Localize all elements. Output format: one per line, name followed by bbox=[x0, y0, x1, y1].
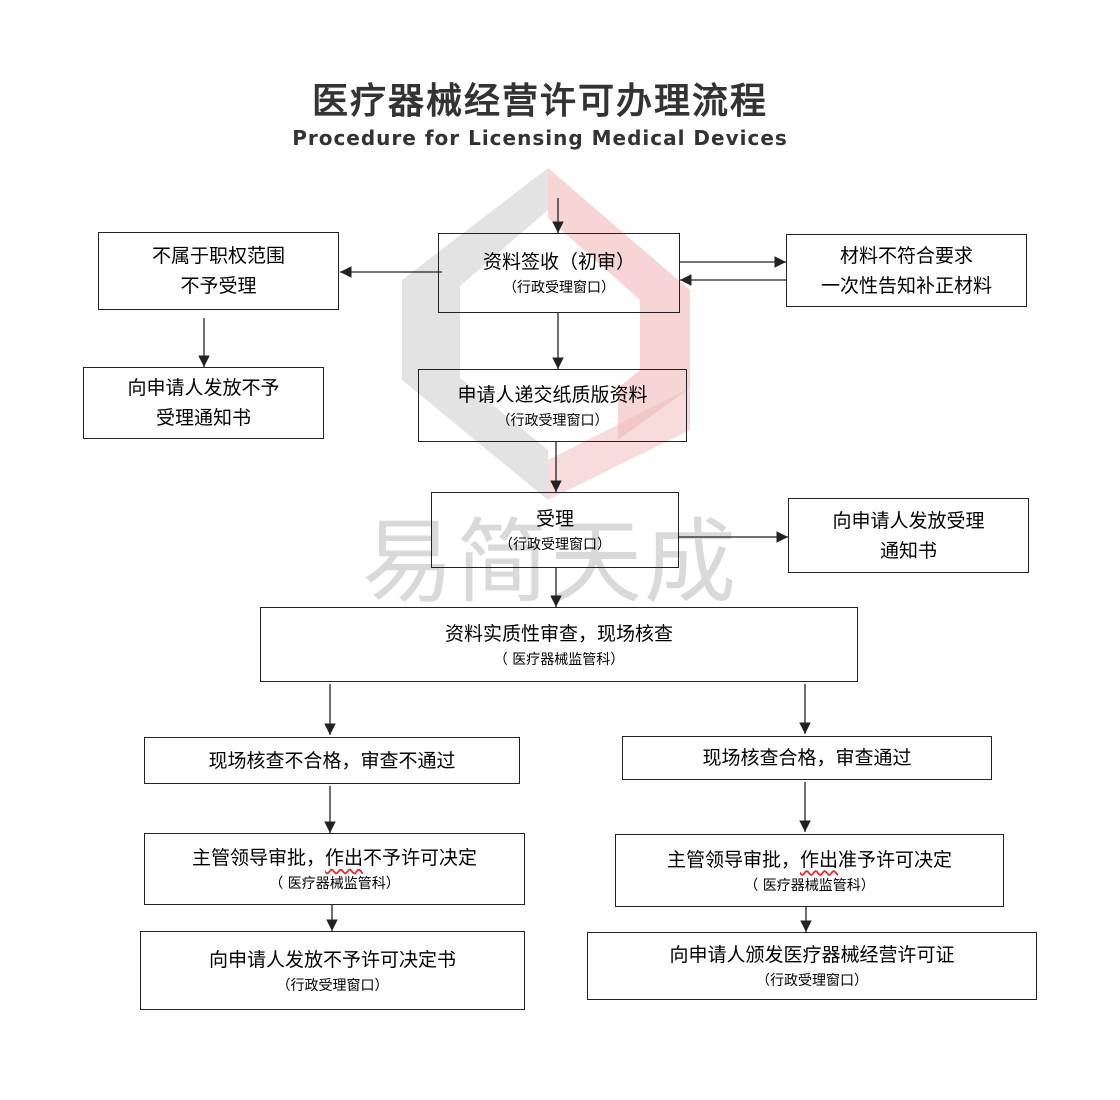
node-not-accept-notice: 向申请人发放不予 受理通知书 bbox=[83, 367, 324, 439]
node-out-of-scope: 不属于职权范围 不予受理 bbox=[98, 232, 339, 310]
watermark-shape-red-base bbox=[548, 388, 690, 500]
node-fail-title: 现场核查不合格，审查不通过 bbox=[208, 749, 456, 772]
node-grant-approval-title-c: 准予许可决定 bbox=[838, 848, 953, 871]
node-receive-dept: （行政受理窗口） bbox=[503, 280, 615, 296]
node-deny-notice-dept: （行政受理窗口） bbox=[276, 977, 389, 994]
watermark-shape-red bbox=[548, 168, 690, 440]
node-accept-dept: （行政受理窗口） bbox=[499, 537, 611, 553]
node-grant-approval-title-b: 作出 bbox=[799, 848, 838, 871]
node-accept-notice: 向申请人发放受理 通知书 bbox=[788, 498, 1029, 573]
node-deny-notice-title: 向申请人发放不予许可决定书 bbox=[208, 948, 456, 971]
node-fail: 现场核查不合格，审查不通过 bbox=[144, 737, 520, 784]
node-out-of-scope-line1: 不属于职权范围 bbox=[151, 245, 285, 267]
node-accept-title: 受理 bbox=[535, 508, 574, 530]
node-out-of-scope-line2: 不予受理 bbox=[180, 275, 257, 297]
node-not-accept-notice-line2: 受理通知书 bbox=[155, 407, 251, 429]
node-deny-approval-title-b: 作出 bbox=[324, 847, 363, 869]
node-pass-title: 现场核查合格，审查通过 bbox=[702, 747, 912, 769]
node-deny-notice: 向申请人发放不予许可决定书 （行政受理窗口） bbox=[140, 931, 525, 1010]
node-license-issue-title: 向申请人颁发医疗器械经营许可证 bbox=[669, 944, 955, 966]
node-receive: 资料签收（初审） （行政受理窗口） bbox=[438, 233, 680, 313]
node-review-dept: （ 医疗器械监管科） bbox=[493, 651, 625, 668]
node-deny-approval: 主管领导审批，作出不予许可决定 （ 医疗器械监管科） bbox=[144, 833, 525, 905]
watermark-shape-gray bbox=[402, 168, 548, 500]
node-receive-title: 资料签收（初审） bbox=[482, 251, 635, 273]
node-paper-submit: 申请人递交纸质版资料 （行政受理窗口） bbox=[418, 369, 687, 442]
node-accept-notice-line2: 通知书 bbox=[879, 539, 937, 562]
node-grant-approval-title: 主管领导审批，作出准予许可决定 bbox=[667, 845, 952, 875]
page-title: 医疗器械经营许可办理流程 bbox=[311, 81, 768, 122]
node-grant-approval: 主管领导审批，作出准予许可决定 （ 医疗器械监管科） bbox=[615, 834, 1004, 907]
node-pass: 现场核查合格，审查通过 bbox=[622, 736, 992, 780]
node-deny-approval-dept: （ 医疗器械监管科） bbox=[269, 876, 400, 892]
node-paper-submit-dept: （行政受理窗口） bbox=[496, 412, 609, 429]
node-paper-submit-title: 申请人递交纸质版资料 bbox=[457, 383, 648, 406]
node-not-accept-notice-line1: 向申请人发放不予 bbox=[127, 377, 280, 399]
node-review: 资料实质性审查，现场核查 （ 医疗器械监管科） bbox=[260, 607, 858, 682]
node-grant-approval-dept: （ 医疗器械监管科） bbox=[744, 877, 875, 894]
node-incomplete-line2: 一次性告知补正材料 bbox=[820, 274, 992, 297]
node-accept-notice-line1: 向申请人发放受理 bbox=[832, 509, 985, 532]
node-deny-approval-title-c: 不予许可决定 bbox=[363, 847, 478, 869]
node-incomplete-line1: 材料不符合要求 bbox=[839, 244, 973, 267]
node-accept: 受理 （行政受理窗口） bbox=[431, 492, 679, 568]
node-review-title: 资料实质性审查，现场核查 bbox=[444, 622, 673, 645]
node-grant-approval-title-a: 主管领导审批， bbox=[666, 848, 800, 871]
node-incomplete: 材料不符合要求 一次性告知补正材料 bbox=[786, 234, 1027, 307]
node-deny-approval-title-a: 主管领导审批， bbox=[191, 847, 325, 869]
node-deny-approval-title: 主管领导审批，作出不予许可决定 bbox=[192, 843, 477, 873]
node-license-issue-dept: （行政受理窗口） bbox=[756, 973, 868, 989]
page-subtitle: Procedure for Licensing Medical Devices bbox=[292, 126, 788, 150]
watermark-text: 易简天成 bbox=[362, 509, 739, 616]
node-license-issue: 向申请人颁发医疗器械经营许可证 （行政受理窗口） bbox=[587, 932, 1037, 1000]
